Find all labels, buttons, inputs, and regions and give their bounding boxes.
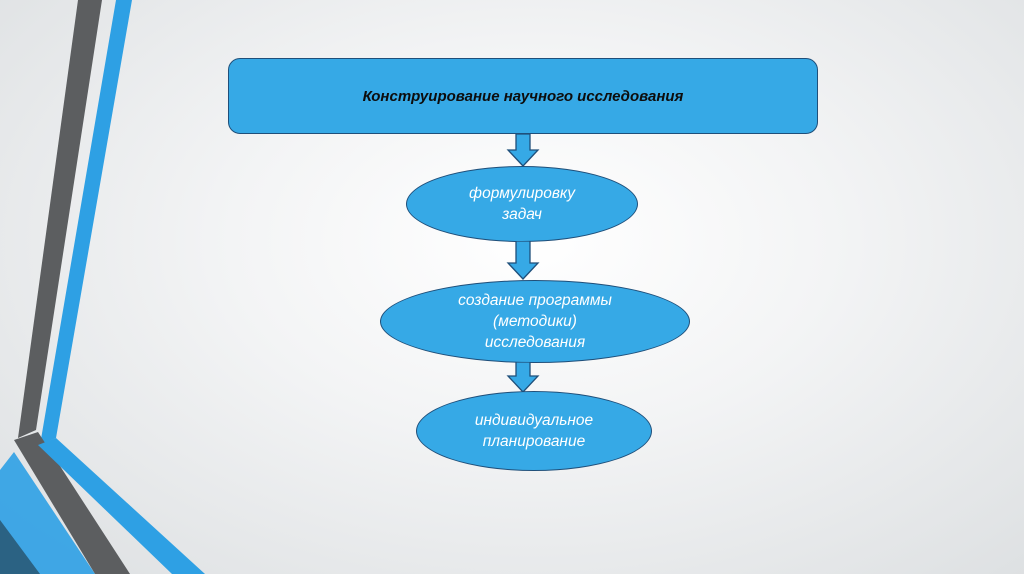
arrow-down-3 <box>506 362 540 393</box>
step-1-line-1: формулировку <box>469 185 575 202</box>
step-3-line-1: индивидуальное <box>474 412 594 429</box>
gray-lower-stripe <box>14 432 130 574</box>
step-individual-planning: индивидуальное планирование <box>416 391 652 471</box>
step-3-line-2: планирование <box>482 433 586 450</box>
gray-stripe <box>18 0 102 438</box>
arrow-down-2 <box>506 241 540 280</box>
blue-lower-stripe <box>38 438 205 574</box>
diagram-title-box: Конструирование научного исследования <box>228 58 818 134</box>
step-1-line-2: задач <box>502 206 542 223</box>
arrow-down-1 <box>506 134 540 167</box>
diagram-title: Конструирование научного исследования <box>362 87 684 105</box>
step-formulate-tasks: формулировку задач <box>406 166 638 242</box>
blue-corner-fill <box>0 452 95 574</box>
step-2-line-3: исследования <box>484 334 586 351</box>
step-2-line-2: (методики) <box>493 313 577 330</box>
step-create-program: создание программы (методики) исследован… <box>380 280 690 363</box>
dark-corner <box>0 520 40 574</box>
blue-stripe <box>40 0 132 445</box>
step-2-line-1: создание программы <box>458 292 612 309</box>
